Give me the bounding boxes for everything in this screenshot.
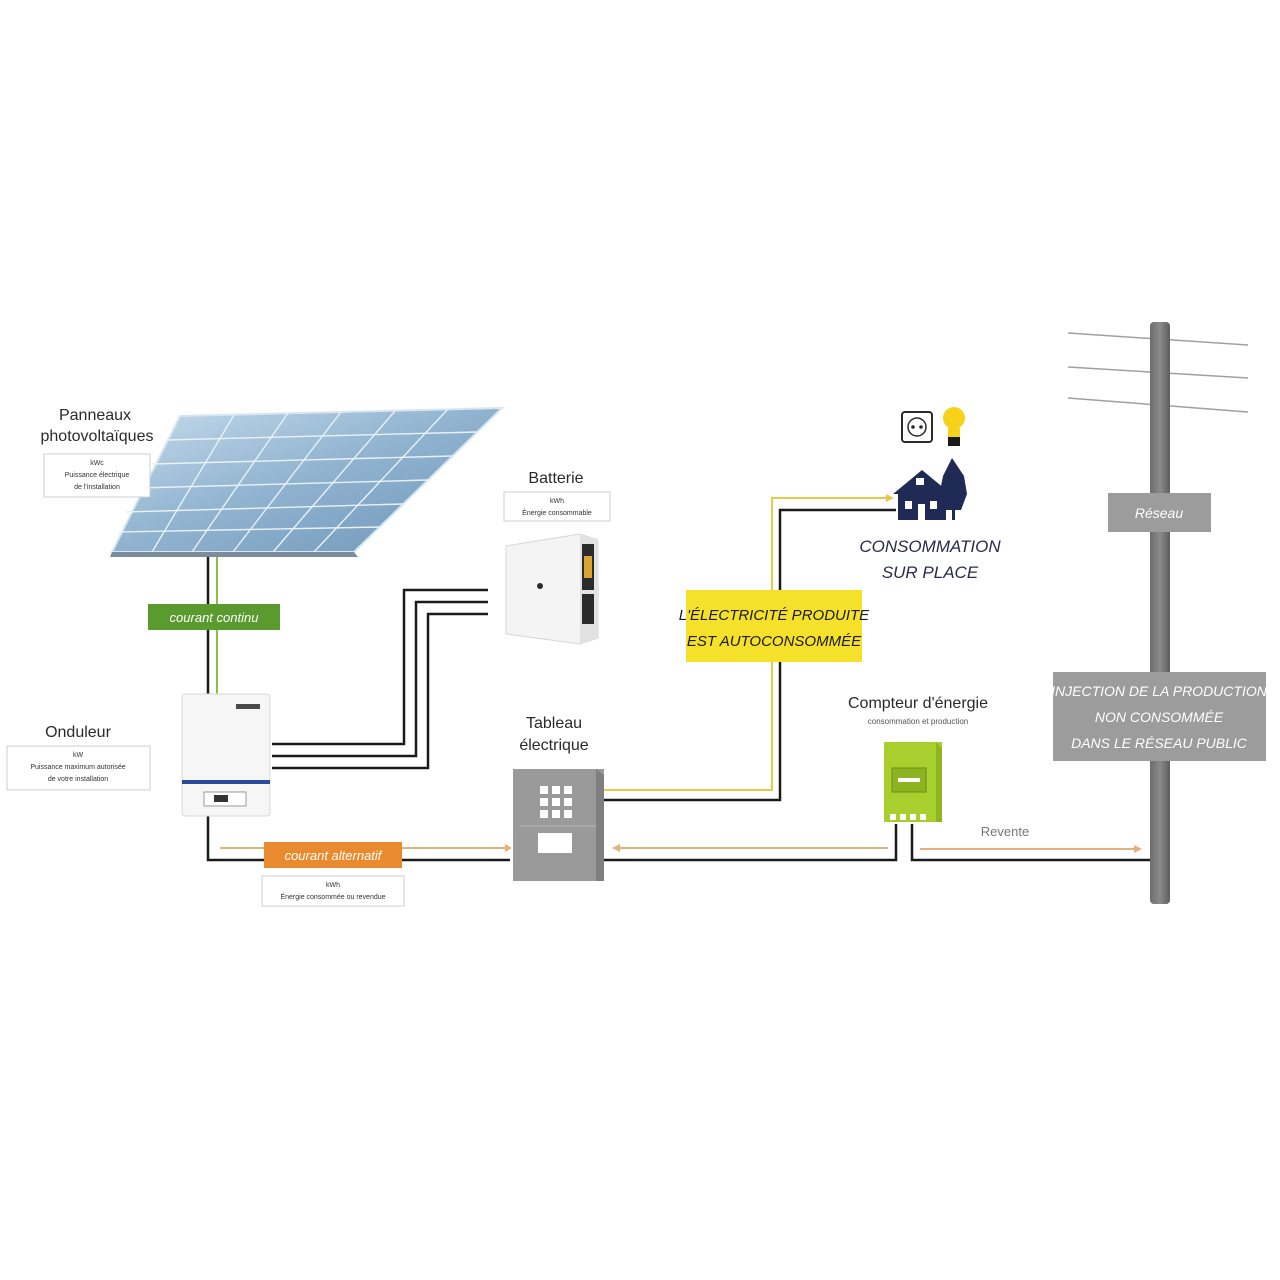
panels-caption-line2: Puissance électrique: [65, 472, 130, 479]
self-consumption-box: L'ÉLECTRICITÉ PRODUITE EST AUTOCONSOMMÉE: [679, 590, 870, 662]
house-icon: [893, 458, 967, 520]
ac-current-label: courant alternatif: [285, 848, 383, 863]
meter-subtitle: consommation et production: [868, 717, 969, 726]
ac-caption-line1: kWh: [326, 882, 340, 889]
dc-current-label: courant continu: [170, 610, 259, 625]
inverter-caption-line3: de votre installation: [48, 776, 108, 783]
injection-line2: NON CONSOMMÉE: [1095, 709, 1224, 725]
consumption-line1: CONSOMMATION: [859, 537, 1001, 556]
panels-title-line1: Panneaux: [59, 407, 131, 424]
board-title-line2: électrique: [519, 737, 588, 754]
inverter-caption-line2: Puissance maximum autorisée: [30, 764, 125, 771]
battery-caption-line1: kWh: [550, 498, 564, 505]
injection-line1: INJECTION DE LA PRODUCTION: [1051, 683, 1268, 699]
ac-caption-box: kWh Énergie consommée ou revendue: [261, 875, 405, 907]
inverter-icon: [181, 693, 271, 817]
grid-label-box: Réseau: [1108, 493, 1211, 532]
grid-label: Réseau: [1135, 505, 1183, 521]
inverter-caption-box: kW Puissance maximum autorisée de votre …: [6, 745, 151, 791]
panels-caption-box: kWc Puissance électrique de l'installati…: [43, 453, 151, 498]
injection-line3: DANS LE RÉSEAU PUBLIC: [1071, 735, 1248, 751]
panels-caption-line3: de l'installation: [74, 484, 120, 491]
consumption-line2: SUR PLACE: [882, 563, 979, 582]
revente-label: Revente: [981, 824, 1029, 839]
self-consumption-line1: L'ÉLECTRICITÉ PRODUITE: [679, 607, 870, 624]
ac-current-tag: courant alternatif: [264, 842, 402, 868]
socket-icon: [901, 411, 933, 443]
inverter-caption-line1: kW: [73, 752, 84, 759]
panels-caption-line1: kWc: [90, 460, 104, 467]
utility-pole-icon: [1150, 322, 1170, 904]
self-consumption-line2: EST AUTOCONSOMMÉE: [687, 633, 862, 650]
board-title-line1: Tableau: [526, 715, 582, 732]
battery-caption-box: kWh Énergie consommable: [503, 491, 611, 522]
inverter-title: Onduleur: [45, 724, 111, 741]
energy-meter-icon: [884, 742, 942, 822]
panels-title-line2: photovoltaïques: [41, 428, 154, 445]
battery-caption-line2: Énergie consommable: [522, 508, 592, 517]
injection-box: INJECTION DE LA PRODUCTION NON CONSOMMÉE…: [1051, 672, 1268, 761]
battery-icon: [505, 533, 599, 645]
battery-title: Batterie: [528, 470, 583, 487]
light-bulb-icon: [943, 407, 965, 446]
ac-caption-line2: Énergie consommée ou revendue: [280, 892, 385, 901]
electrical-board-icon: [513, 769, 604, 881]
dc-current-tag: courant continu: [148, 604, 280, 630]
meter-title: Compteur d'énergie: [848, 695, 988, 712]
solar-panel-icon: [110, 406, 505, 557]
